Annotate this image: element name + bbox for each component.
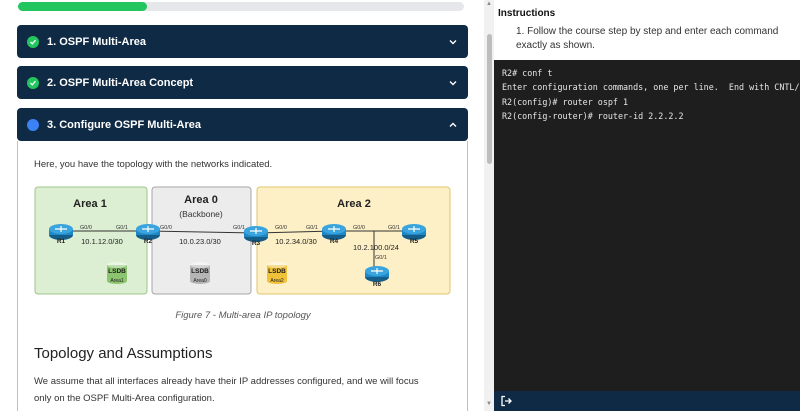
assumption-line: only on the OSPF Multi-Area configuratio…: [34, 393, 215, 404]
terminal-console[interactable]: R2# conf t Enter configuration commands, …: [494, 60, 800, 391]
scroll-down-arrow-icon[interactable]: ▼: [486, 401, 492, 407]
area1-title: Area 1: [73, 198, 107, 210]
port-label: G0/1: [375, 255, 387, 261]
chevron-down-icon: [449, 39, 457, 44]
network-label: 10.2.34.0/30: [275, 237, 317, 246]
network-label: 10.2.100.0/24: [353, 243, 399, 252]
area2-title: Area 2: [337, 198, 371, 210]
port-label: G0/0: [160, 225, 172, 231]
progress-fill: [18, 2, 148, 11]
router-label: R2: [144, 238, 153, 245]
progress-bar: [18, 2, 464, 11]
area0-subtitle: (Backbone): [179, 209, 223, 219]
port-label: G0/0: [80, 225, 92, 231]
lsdb-label: LSDB: [108, 268, 126, 275]
port-label: G0/1: [233, 225, 245, 231]
intro-text: Here, you have the topology with the net…: [34, 159, 273, 170]
accordion-title: 1. OSPF Multi-Area: [47, 35, 147, 48]
terminal-line: R2# conf t: [502, 68, 553, 78]
port-label: G0/1: [306, 225, 318, 231]
assumption-line: We assume that all interfaces already ha…: [34, 376, 419, 387]
section-heading: Topology and Assumptions: [34, 345, 213, 362]
lsdb-label: LSDB: [191, 268, 209, 275]
course-panel: 1. OSPF Multi-Area 2. OSPF Multi-Area Co…: [17, 2, 468, 411]
lsdb-area-label: Area0: [193, 278, 207, 284]
accordion-section-3[interactable]: 3. Configure OSPF Multi-Area: [17, 108, 468, 141]
chevron-down-icon: [449, 80, 457, 85]
accordion-section-2[interactable]: 2. OSPF Multi-Area Concept: [17, 66, 468, 99]
accordion-title: 2. OSPF Multi-Area Concept: [47, 76, 194, 89]
lsdb-area-label: Area1: [110, 278, 124, 284]
check-icon: [27, 76, 39, 89]
terminal-footer: [494, 391, 800, 411]
instruction-step: 1. Follow the course step by step and en…: [516, 26, 779, 51]
router-label: R5: [410, 238, 419, 245]
terminal-line: Enter configuration commands, one per li…: [502, 82, 800, 93]
port-label: G0/0: [353, 225, 365, 231]
router-label: R1: [57, 238, 66, 245]
chevron-up-icon: [449, 122, 457, 127]
lsdb-label: LSDB: [268, 268, 286, 275]
instructions-heading: Instructions: [498, 8, 556, 19]
port-label: G0/1: [388, 225, 400, 231]
terminal-line: R2(config)# router ospf 1: [502, 96, 629, 107]
network-label: 10.1.12.0/30: [81, 237, 123, 246]
accordion-section-1[interactable]: 1. OSPF Multi-Area: [17, 25, 468, 58]
network-label: 10.0.23.0/30: [179, 237, 221, 246]
check-icon: [27, 35, 39, 48]
figure-caption: Figure 7 - Multi-area IP topology: [175, 310, 311, 321]
port-label: G0/1: [116, 225, 128, 231]
port-label: G0/0: [275, 225, 287, 231]
accordion-title: 3. Configure OSPF Multi-Area: [47, 118, 202, 131]
router-label: R6: [373, 281, 382, 288]
scrollbar-thumb[interactable]: [487, 34, 492, 164]
router-label: R3: [252, 240, 261, 247]
topology-diagram: Area 1 Area 0 (Backbone) Area 2 G0/0 G0/…: [34, 186, 451, 295]
current-step-icon: [27, 118, 39, 131]
scrollbar-track[interactable]: [484, 0, 494, 411]
router-icon: [364, 265, 390, 283]
router-label: R4: [330, 238, 339, 245]
area0-title: Area 0: [184, 194, 218, 206]
exit-icon[interactable]: [500, 395, 512, 407]
terminal-line: R2(config-router)# router-id 2.2.2.2: [502, 110, 684, 121]
scroll-up-arrow-icon[interactable]: ▲: [486, 1, 492, 7]
lsdb-area-label: Area2: [270, 278, 284, 284]
assumption-text: We assume that all interfaces already ha…: [34, 373, 454, 407]
